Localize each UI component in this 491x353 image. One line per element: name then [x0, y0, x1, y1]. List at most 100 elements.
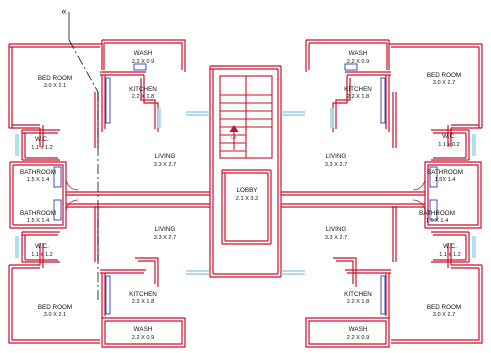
wall-inner-bl [39, 206, 99, 268]
wall-stair-core [209, 65, 282, 278]
wall-wash-tl [101, 39, 186, 72]
kitchen-counter-tl [105, 77, 111, 124]
wall-wash-tr [305, 39, 390, 72]
wash-sink-tr [344, 63, 358, 71]
room-bed-br-dims: 3.0 X 2.7 [433, 312, 455, 318]
room-kitchen-bl-dims: 2.2 X 1.8 [132, 299, 154, 305]
room-bath-tl-name: BATHROOM [20, 169, 56, 176]
room-bath-br-dims: 1.5 X 1.4 [426, 218, 448, 224]
wall-wc-bl [21, 231, 60, 263]
room-wc-bl-dims: 1.1 x 1.2 [31, 252, 52, 258]
window-wc-tl [15, 134, 19, 156]
room-living-br-name: LIVING [326, 226, 347, 233]
bath-fixture-br [429, 199, 438, 221]
kitchen-counter-br [380, 275, 386, 315]
window-wc-br [472, 236, 476, 258]
room-bath-tr-name: BATHROOM [427, 169, 463, 176]
room-living-tr-dims: 3.3 X 2.7 [325, 162, 347, 168]
room-kitchen-tl-name: KITCHEN [129, 86, 157, 93]
wall-wc-br [431, 231, 470, 263]
room-bath-bl-dims: 1.5 X 1.4 [27, 218, 49, 224]
room-kitchen-br-name: KITCHEN [344, 291, 372, 298]
wall-wc-tr [431, 129, 470, 161]
door-bath-br [412, 199, 426, 213]
room-wc-br-dims: 1.1 x 1.2 [439, 252, 460, 258]
kitchen-counter-tr [380, 77, 386, 124]
wall-kitchen-tl [100, 71, 159, 132]
window-wc-tr [472, 134, 476, 156]
room-bath-br-name: BATHROOM [419, 210, 455, 217]
wall-kitchen-bl [100, 257, 159, 318]
room-wash-br-dims: 2.2 X 0.9 [347, 335, 369, 341]
window-wc-bl [15, 236, 19, 258]
room-wash-tl-name: WASH [134, 50, 153, 57]
bath-fixture-bl [53, 199, 62, 221]
window-kitchen-tr [330, 108, 334, 128]
window-stair-top [186, 111, 305, 116]
room-wash-bl-name: WASH [134, 326, 153, 333]
room-wc-tr-dims: 1.1 x 0.2 [438, 142, 459, 148]
room-bed-tr-name: BED ROOM [427, 72, 461, 79]
wall-bedroom-tl [9, 124, 40, 129]
room-living-tl-name: LIVING [155, 153, 176, 160]
section-line [68, 12, 99, 300]
room-wc-tl-dims: 1.1 x 1.2 [31, 145, 52, 151]
room-wc-bl-name: W.C. [35, 243, 49, 250]
door-bath-bl [65, 199, 79, 213]
room-bed-tl-name: BED ROOM [38, 75, 72, 82]
window-kitchen-tl [157, 108, 161, 128]
wall-corridor-bottom [66, 203, 425, 208]
wall-wash-bl [101, 317, 186, 348]
bath-fixture-tr [429, 166, 438, 188]
room-bed-bl-name: BED ROOM [38, 304, 72, 311]
bath-fixture-tl [53, 166, 62, 188]
room-kitchen-tl-dims: 2.2 X 1.8 [132, 94, 154, 100]
wall-wash-br [305, 317, 390, 348]
door-bath-tr [412, 177, 426, 191]
room-wc-tl-name: W.C. [35, 136, 49, 143]
room-living-tr-name: LIVING [326, 153, 347, 160]
staircase [219, 75, 273, 159]
room-wash-bl-dims: 2.2 X 0.9 [132, 335, 154, 341]
room-bath-tr-dims: 1.5X 1.4 [435, 177, 456, 183]
room-kitchen-bl-name: KITCHEN [129, 291, 157, 298]
wall-wc-tl [21, 129, 60, 161]
wall-outer-right-top [389, 43, 483, 128]
wall-bedroom-tr [451, 124, 482, 129]
wall-corridor-top [66, 191, 425, 196]
kitchen-counter-bl [105, 275, 111, 315]
wash-sink-tl [133, 63, 147, 71]
room-wash-tr-dims: 2.2 X 0.9 [347, 59, 369, 65]
stair-direction-label: UP [231, 135, 237, 140]
room-wash-tr-name: WASH [349, 50, 368, 57]
fixtures [53, 63, 438, 315]
room-bed-br-name: BED ROOM [427, 304, 461, 311]
doors [65, 177, 426, 213]
walls [8, 39, 483, 348]
room-labels: BED ROOM 3.0 X 2.1 WASH 2.2 X 0.9 KITCHE… [20, 50, 463, 341]
wall-outer-left-bottom [8, 264, 100, 344]
wall-lobby [221, 169, 272, 245]
wall-inner-br [392, 206, 452, 268]
room-bed-tr-dims: 3.0 X 2.7 [433, 80, 455, 86]
stair-up-arrow-icon [229, 125, 239, 133]
room-wash-tl-dims: 2.2 X 0.9 [132, 59, 154, 65]
wall-inner-tl [39, 92, 99, 148]
room-lobby-name: LOBBY [237, 187, 259, 194]
room-kitchen-br-dims: 2.2 X 1.8 [347, 299, 369, 305]
room-bed-bl-dims: 3.0 X 2.1 [44, 312, 66, 318]
room-living-bl-name: LIVING [155, 226, 176, 233]
section-marker-label: « [61, 6, 66, 16]
wall-kitchen-tr [332, 71, 391, 132]
room-wc-br-name: W.C. [443, 243, 457, 250]
room-wc-tr-name: W.C. [442, 133, 456, 140]
room-bath-bl-name: BATHROOM [20, 210, 56, 217]
windows [15, 108, 476, 275]
wall-bath-right [424, 161, 482, 229]
room-living-tl-dims: 3.3 X 2.7 [154, 162, 176, 168]
room-wash-br-name: WASH [349, 326, 368, 333]
room-bath-tl-dims: 1.5 X 1.4 [27, 177, 49, 183]
door-bath-tl [65, 177, 79, 191]
wall-outer-left-top [8, 43, 102, 128]
